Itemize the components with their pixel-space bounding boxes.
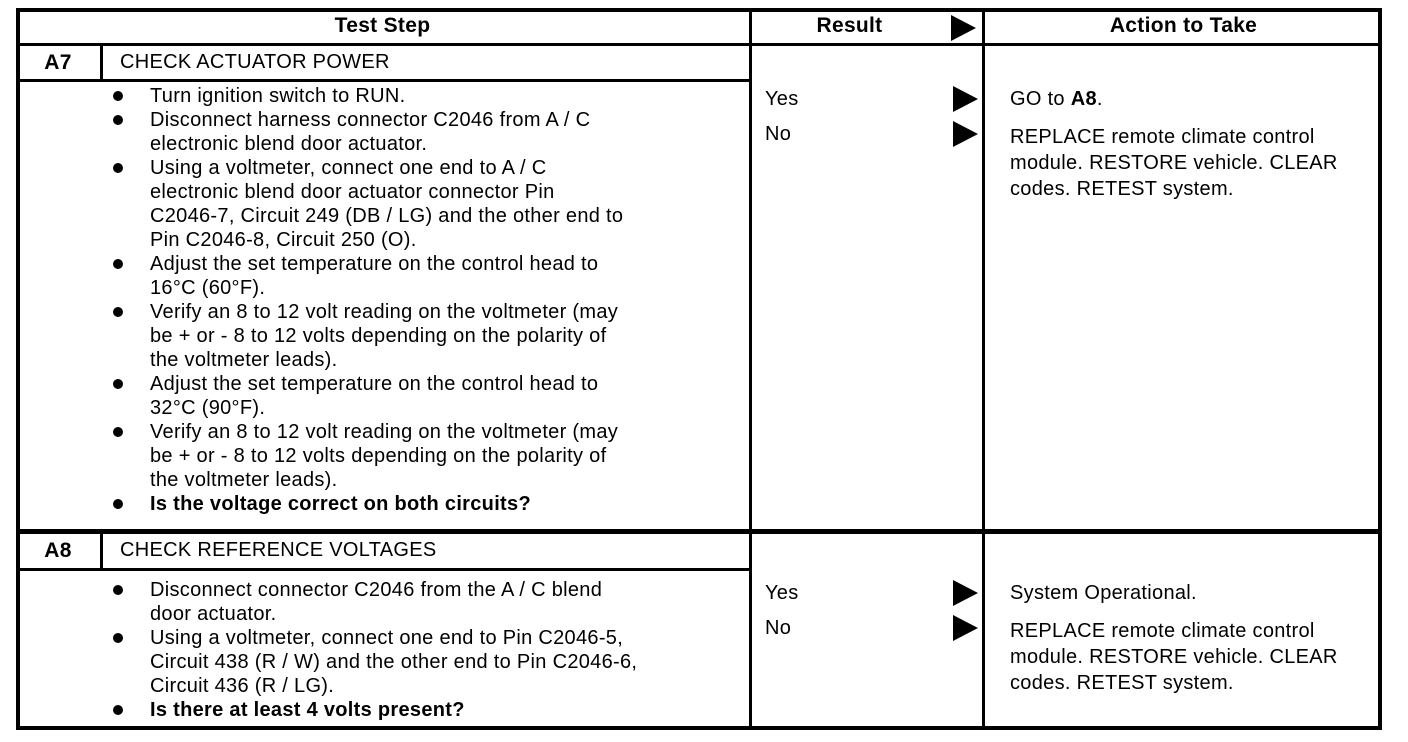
test-step-item: Turn ignition switch to RUN. — [113, 84, 747, 108]
bullet-icon — [113, 163, 123, 173]
test-question-item: Is the voltage correct on both circuits? — [113, 492, 747, 516]
test-id-a8: A8 — [44, 539, 72, 562]
step-text: Turn ignition switch to RUN. — [150, 85, 406, 107]
test-step-item: Using a voltmeter, connect one end to A … — [113, 156, 747, 252]
test-step-item: Verify an 8 to 12 volt reading on the vo… — [113, 420, 747, 492]
test-step-item: Adjust the set temperature on the contro… — [113, 372, 747, 420]
test-title-a7: CHECK ACTUATOR POWER — [120, 51, 390, 73]
header-bottom-line — [16, 43, 1382, 46]
bullet-icon — [113, 427, 123, 437]
step-text: Adjust the set temperature on the contro… — [150, 373, 599, 419]
result-label-no: No — [765, 123, 792, 145]
column-header-result: Result — [816, 14, 883, 37]
bullet-icon — [113, 633, 123, 643]
divider-teststep-result — [749, 8, 752, 730]
result-label-no: No — [765, 617, 792, 639]
divider-result-action — [982, 8, 985, 730]
a8-id-divider — [100, 529, 103, 571]
question-text: Is there at least 4 volts present? — [150, 699, 465, 721]
test-title-a8: CHECK REFERENCE VOLTAGES — [120, 539, 437, 561]
bullet-icon — [113, 379, 123, 389]
result-header-arrow-icon — [951, 15, 976, 41]
bullet-icon — [113, 115, 123, 125]
action-system-operational: System Operational. — [1010, 582, 1197, 604]
test-step-item: Verify an 8 to 12 volt reading on the vo… — [113, 300, 747, 372]
step-text: Disconnect harness connector C2046 from … — [150, 109, 591, 155]
test-step-item: Disconnect connector C2046 from the A / … — [113, 578, 747, 626]
step-text: Verify an 8 to 12 volt reading on the vo… — [150, 301, 619, 371]
column-header-action: Action to Take — [1109, 14, 1258, 37]
result-label-yes: Yes — [765, 582, 799, 604]
action-go-to-a8: GO to A8. — [1010, 87, 1103, 111]
action-replace-module: REPLACE remote climate control module. R… — [1010, 126, 1338, 200]
bullet-icon — [113, 499, 123, 509]
test-id-a7: A7 — [44, 51, 72, 74]
result-arrow-icon — [953, 615, 978, 641]
step-text: Using a voltmeter, connect one end to A … — [150, 157, 624, 251]
step-text: Disconnect connector C2046 from the A / … — [150, 579, 603, 625]
action-replace-module: REPLACE remote climate control module. R… — [1010, 620, 1338, 694]
step-text: Adjust the set temperature on the contro… — [150, 253, 599, 299]
a7-title-bottom-line — [16, 79, 752, 82]
result-label-yes: Yes — [765, 88, 799, 110]
a8-title-bottom-line — [16, 568, 752, 571]
a7-id-divider — [100, 43, 103, 82]
test-question-item: Is there at least 4 volts present? — [113, 698, 747, 722]
action-text: GO to — [1010, 88, 1071, 110]
a7-steps: Turn ignition switch to RUN. Disconnect … — [113, 84, 747, 516]
test-step-item: Adjust the set temperature on the contro… — [113, 252, 747, 300]
bullet-icon — [113, 307, 123, 317]
question-text: Is the voltage correct on both circuits? — [150, 493, 531, 515]
step-text: Using a voltmeter, connect one end to Pi… — [150, 627, 638, 697]
column-header-test-step: Test Step — [334, 14, 431, 37]
a8-row-top-line — [16, 529, 1382, 534]
a8-steps: Disconnect connector C2046 from the A / … — [113, 578, 747, 722]
action-target-step: A8 — [1070, 88, 1097, 110]
bullet-icon — [113, 259, 123, 269]
test-step-item: Using a voltmeter, connect one end to Pi… — [113, 626, 747, 698]
result-arrow-icon — [953, 86, 978, 112]
result-arrow-icon — [953, 121, 978, 147]
bullet-icon — [113, 705, 123, 715]
result-arrow-icon — [953, 580, 978, 606]
action-text: . — [1096, 88, 1103, 110]
bullet-icon — [113, 585, 123, 595]
test-step-item: Disconnect harness connector C2046 from … — [113, 108, 747, 156]
table-border — [16, 8, 1382, 730]
step-text: Verify an 8 to 12 volt reading on the vo… — [150, 421, 619, 491]
bullet-icon — [113, 91, 123, 101]
